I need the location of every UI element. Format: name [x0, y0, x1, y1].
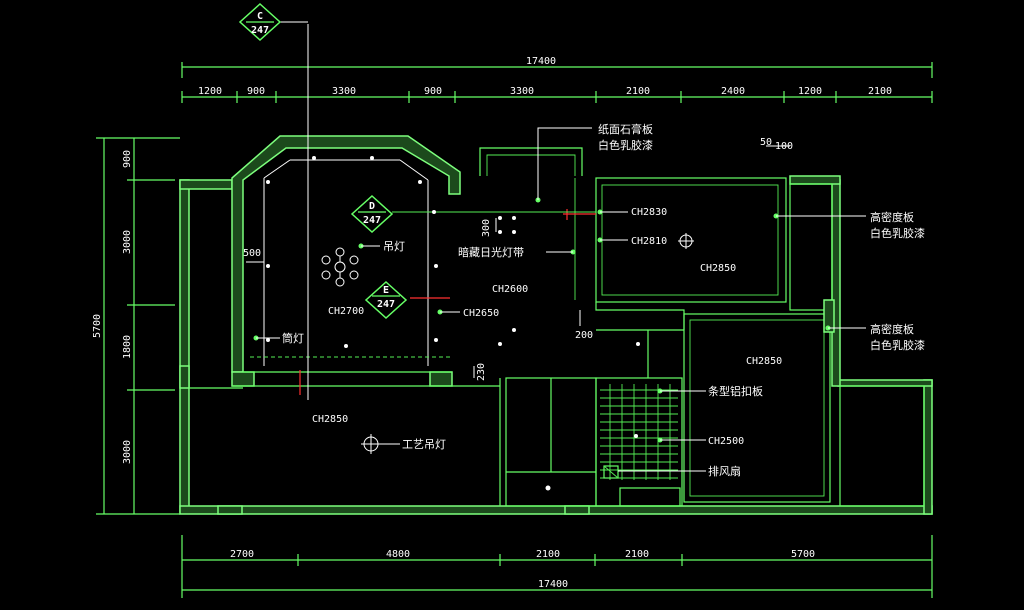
bottom-dim-1: 2700 [230, 549, 254, 560]
section-d-letter: D [369, 201, 375, 212]
dim-230: 230 [476, 363, 487, 381]
label-pendant-lamp: 吊灯 [383, 240, 405, 253]
left-dim-1: 900 [122, 150, 133, 168]
ceiling-height-ch2850-a: CH2850 [700, 263, 736, 274]
ceiling-height-ch2500: CH2500 [708, 436, 744, 447]
ceiling-height-ch2810: CH2810 [631, 236, 667, 247]
section-e-number: 247 [377, 299, 395, 310]
section-e-letter: E [383, 285, 389, 296]
top-dim-5: 3300 [510, 86, 534, 97]
label-aluminum-panel: 条型铝扣板 [708, 384, 763, 398]
section-marker-d: D 247 [350, 194, 596, 234]
outer-walls [179, 175, 933, 515]
octagon-ceiling [231, 135, 500, 387]
left-dimension-chain: 5700 900 3000 1800 3000 [92, 137, 180, 515]
top-dimension-chain: 17400 1200 900 3300 900 3300 2100 2400 1… [181, 56, 933, 103]
label-white-latex-2: 白色乳胶漆 [870, 226, 925, 240]
craft-lamp-icon [361, 434, 381, 454]
dim-50: 50 [760, 137, 772, 148]
ceiling-height-ch2850-b: CH2850 [312, 414, 348, 425]
top-dim-9: 2100 [868, 86, 892, 97]
left-dim-4: 3000 [122, 440, 133, 464]
bottom-dim-4: 2100 [625, 549, 649, 560]
round-lamp-icon-1 [678, 233, 694, 249]
top-dim-3: 3300 [332, 86, 356, 97]
leader-lines [246, 127, 866, 472]
label-white-latex-1: 白色乳胶漆 [598, 138, 653, 152]
top-dim-6: 2100 [626, 86, 650, 97]
label-exhaust-fan: 排风扇 [708, 464, 741, 478]
label-craft-lamp: 工艺吊灯 [402, 438, 446, 451]
exhaust-fan-icon [603, 465, 619, 479]
section-c-letter: C [257, 11, 263, 22]
dim-300: 300 [481, 219, 492, 237]
red-section-marks [299, 209, 596, 395]
bottom-total-dimension: 17400 [538, 579, 568, 590]
section-marker-e: E 247 [364, 280, 408, 320]
left-dim-3: 1800 [122, 335, 133, 359]
top-dim-8: 1200 [798, 86, 822, 97]
ceiling-height-ch2850-c: CH2850 [746, 356, 782, 367]
ceiling-height-ch2600: CH2600 [492, 284, 528, 295]
label-mdf-1: 高密度板 [870, 210, 914, 224]
top-dim-2: 900 [247, 86, 265, 97]
label-downlight: 筒灯 [282, 331, 304, 345]
top-total-dimension: 17400 [526, 56, 556, 67]
annotation-labels: 纸面石膏板 白色乳胶漆 50 100 高密度板 白色乳胶漆 高密度板 白色乳胶漆… [243, 122, 925, 478]
left-dim-2: 3000 [122, 230, 133, 254]
left-total-dimension: 5700 [92, 314, 103, 338]
top-dim-7: 2400 [721, 86, 745, 97]
top-dim-1: 1200 [198, 86, 222, 97]
dim-500: 500 [243, 248, 261, 259]
bottom-dimension-chain: 2700 4800 2100 2100 5700 17400 [181, 535, 933, 598]
dim-200: 200 [575, 330, 593, 341]
ceiling-height-ch2650: CH2650 [463, 308, 499, 319]
top-dim-4: 900 [424, 86, 442, 97]
section-c-number: 247 [251, 25, 269, 36]
bottom-dim-3: 2100 [536, 549, 560, 560]
section-marker-c: C 247 [238, 2, 282, 42]
dim-100: 100 [775, 141, 793, 152]
label-mdf-2: 高密度板 [870, 322, 914, 336]
bottom-dim-5: 5700 [791, 549, 815, 560]
section-d-number: 247 [363, 215, 381, 226]
label-white-latex-3: 白色乳胶漆 [870, 338, 925, 352]
ceiling-height-ch2700: CH2700 [328, 306, 364, 317]
ceiling-height-ch2830: CH2830 [631, 207, 667, 218]
bottom-dim-2: 4800 [386, 549, 410, 560]
pendant-lamp-icon [321, 247, 359, 287]
label-gypsum-board: 纸面石膏板 [598, 122, 653, 136]
label-hidden-strip: 暗藏日光灯带 [458, 245, 524, 259]
